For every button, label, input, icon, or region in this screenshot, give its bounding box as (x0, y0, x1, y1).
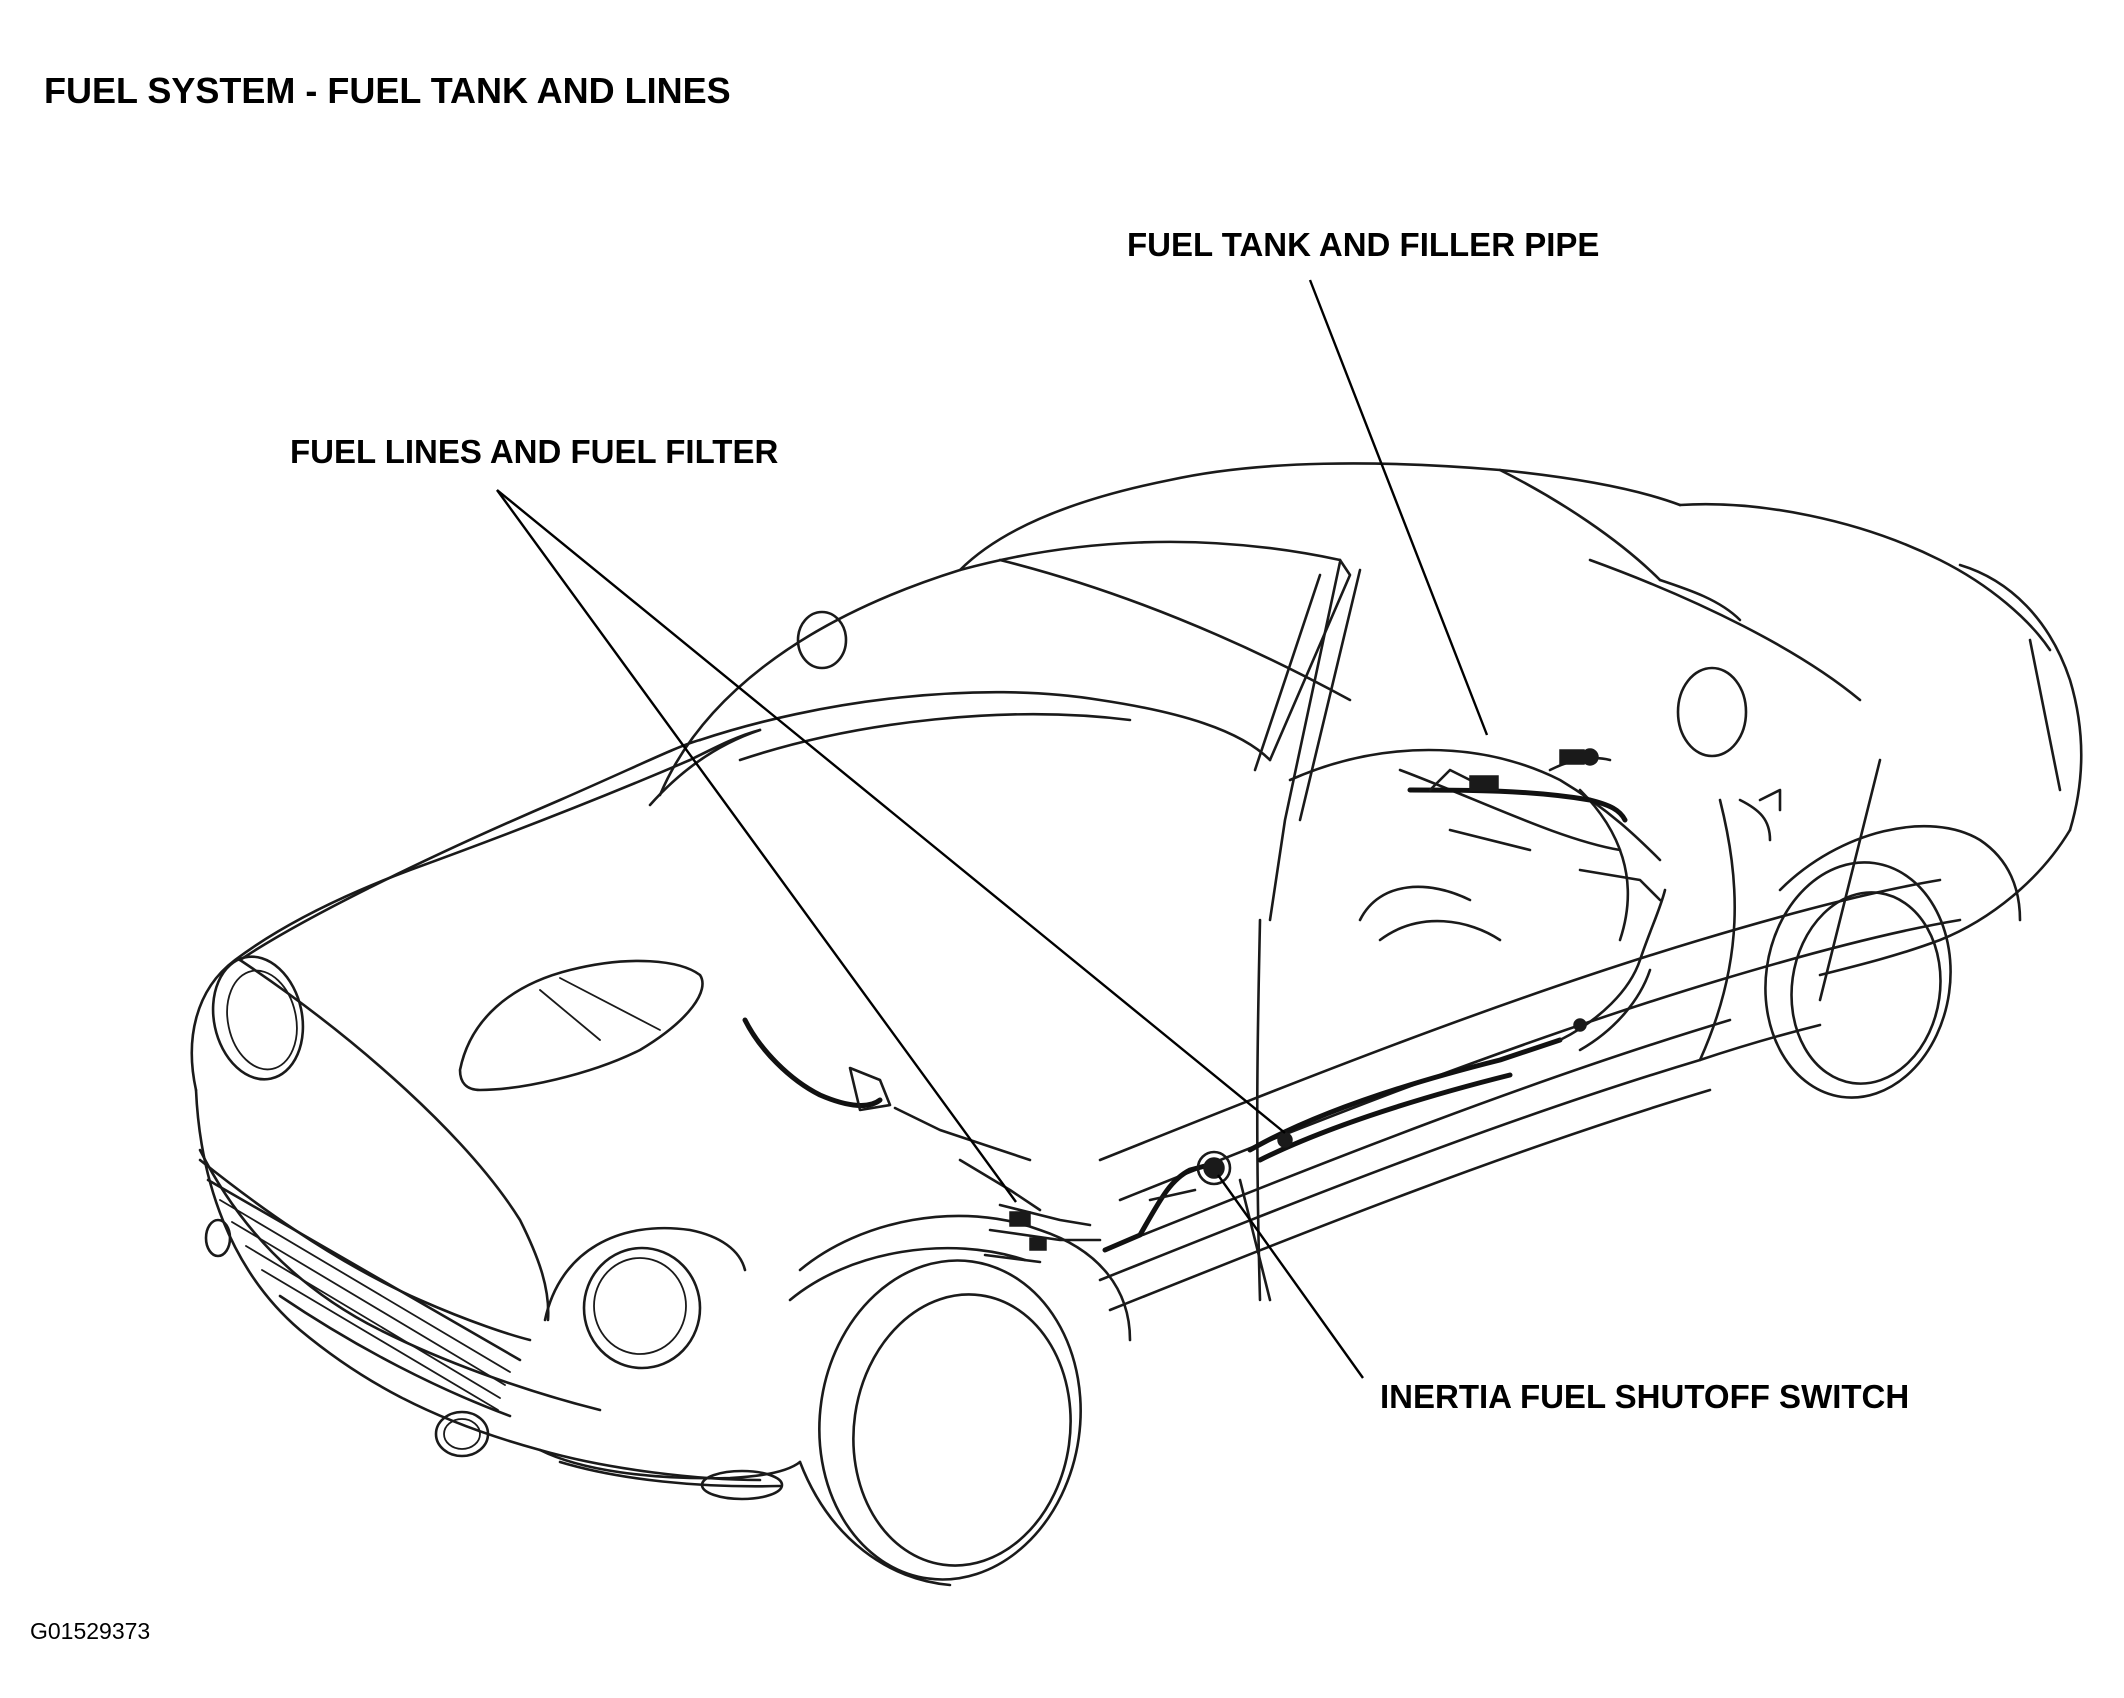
fuel-line-routing (742, 748, 1782, 1264)
car-body (190, 462, 2083, 1587)
leader-inertia-switch (1217, 1174, 1364, 1379)
figure-id: G01529373 (30, 1618, 151, 1644)
page-title: FUEL SYSTEM - FUEL TANK AND LINES (44, 70, 731, 111)
leader-fuel-tank (1308, 279, 1489, 736)
leader-lines (496, 279, 1489, 1379)
leader-fuel-filter-a (496, 489, 1017, 1203)
callout-inertia-fuel-shutoff-switch: INERTIA FUEL SHUTOFF SWITCH (1380, 1378, 1910, 1415)
leader-fuel-filter-b (496, 489, 1286, 1134)
callout-fuel-lines-and-fuel-filter: FUEL LINES AND FUEL FILTER (290, 433, 779, 470)
callout-fuel-tank-and-filler-pipe: FUEL TANK AND FILLER PIPE (1127, 226, 1600, 263)
